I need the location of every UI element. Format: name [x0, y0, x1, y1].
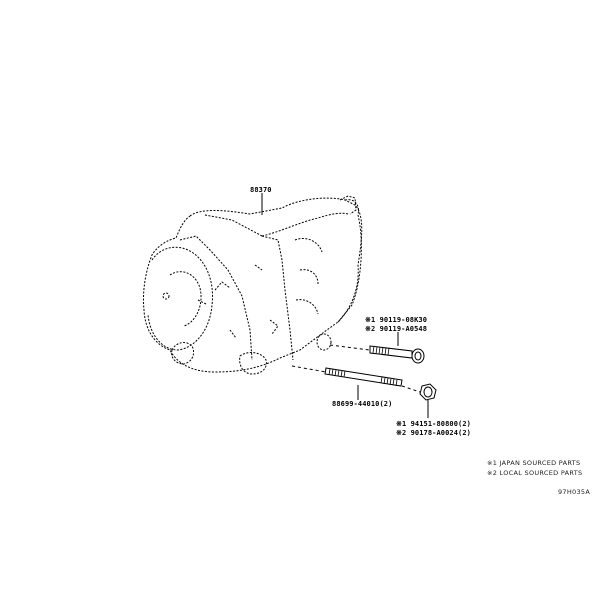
- callout-stud: 88699-44010(2): [332, 400, 393, 408]
- legend-japan-sourced: ※1 JAPAN SOURCED PARTS: [487, 459, 581, 467]
- callout-bolt-japan: ※1 90119-08K30: [365, 316, 428, 324]
- callout-bolt-local: ※2 90119-A0548: [365, 325, 428, 333]
- legend-local-sourced: ※2 LOCAL SOURCED PARTS: [487, 469, 583, 477]
- callout-nut-japan: ※1 94151-80800(2): [396, 420, 471, 428]
- callout-nut-local: ※2 90178-A0024(2): [396, 429, 471, 437]
- bolt-icon: [369, 345, 425, 364]
- callout-compressor: 88370: [250, 186, 272, 194]
- nut-icon: [419, 383, 437, 401]
- figure-code: 97H035A: [558, 488, 591, 496]
- stud-icon: [324, 367, 403, 387]
